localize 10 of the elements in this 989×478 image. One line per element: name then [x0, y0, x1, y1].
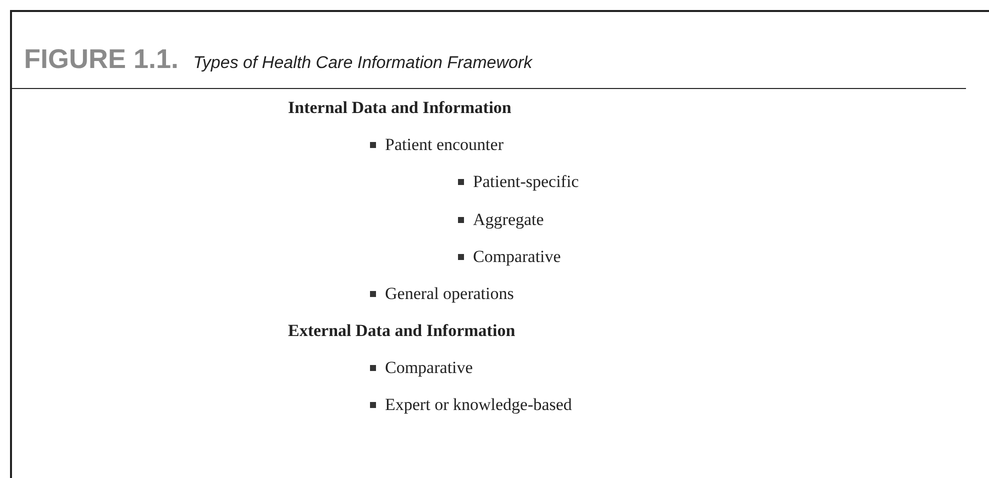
list-item: Patient-specific [473, 172, 579, 192]
list-item: Expert or knowledge-based [385, 395, 572, 415]
list-item: General operations [385, 284, 514, 304]
section-heading: External Data and Information [288, 321, 516, 341]
section-heading: Internal Data and Information [288, 98, 512, 118]
list-item: Patient encounter [385, 135, 504, 155]
list-item: Comparative [385, 358, 473, 378]
figure-title: FIGURE 1.1. Types of Health Care Information Framework [24, 44, 532, 75]
list-item: Aggregate [473, 210, 544, 230]
list-item: Comparative [473, 247, 561, 267]
